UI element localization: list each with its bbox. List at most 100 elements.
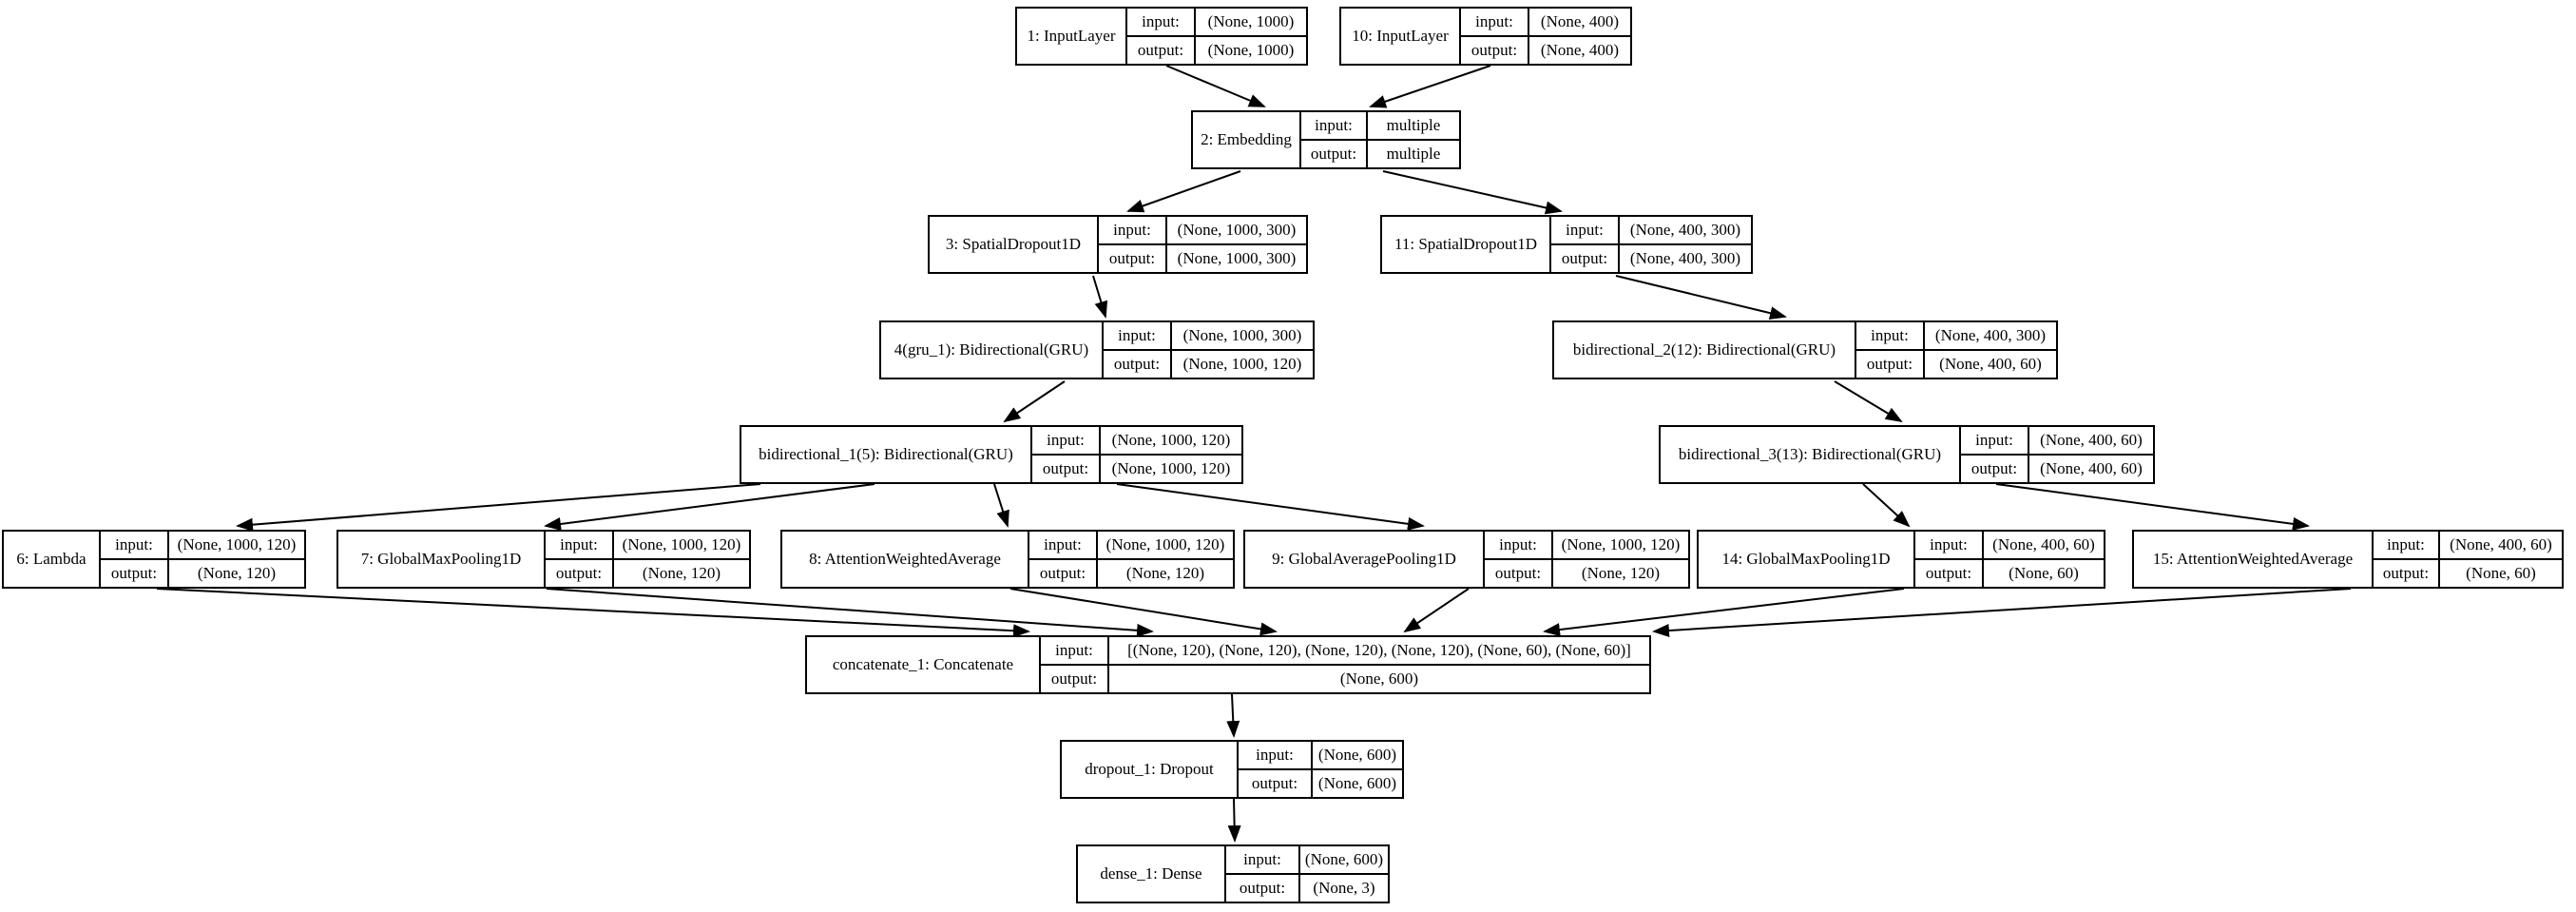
output-shape: (None, 600) — [1339, 669, 1419, 688]
input-label: input: — [1915, 532, 1984, 558]
input-shape: (None, 1000, 120) — [622, 535, 741, 553]
input-label: input: — [1485, 532, 1553, 558]
layer-name: 8: AttentionWeightedAverage — [782, 532, 1029, 587]
output-shape: (None, 400, 300) — [1629, 249, 1741, 267]
input-shape: (None, 1000, 120) — [1561, 535, 1681, 553]
output-label: output: — [1029, 560, 1098, 587]
output-label: output: — [1041, 666, 1109, 692]
edge-3-4 — [1092, 275, 1108, 319]
layer-name: bidirectional_3(13): Bidirectional(GRU) — [1661, 427, 1961, 482]
input-shape: (None, 1000, 300) — [1182, 326, 1302, 344]
layer-name: 11: SpatialDropout1D — [1382, 217, 1551, 272]
edge-dropout-dense — [1227, 798, 1241, 843]
output-label: output: — [1239, 770, 1313, 797]
input-label: input: — [1461, 9, 1529, 35]
input-label: input: — [1029, 532, 1098, 558]
edge-15-concat — [1652, 588, 2352, 638]
output-shape: (None, 1000, 300) — [1177, 249, 1297, 267]
input-label: input: — [1856, 322, 1925, 349]
layer-node-12-bidirectional-gru: bidirectional_2(12): Bidirectional(GRU) … — [1552, 320, 2058, 379]
layer-node-8-attentionweightedaverage: 8: AttentionWeightedAverage input: (None… — [780, 530, 1235, 589]
input-shape: (None, 1000, 120) — [1111, 431, 1231, 449]
output-label: output: — [1127, 37, 1196, 64]
layer-node-3-spatialdropout1d: 3: SpatialDropout1D input: (None, 1000, … — [928, 215, 1308, 274]
input-label: input: — [546, 532, 614, 558]
input-shape: (None, 400, 300) — [1629, 221, 1741, 239]
input-shape: (None, 600) — [1317, 746, 1397, 764]
layer-name: 4(gru_1): Bidirectional(GRU) — [881, 322, 1104, 378]
layer-name: dropout_1: Dropout — [1062, 742, 1239, 797]
edge-10-2 — [1369, 65, 1491, 108]
output-shape: (None, 3) — [1313, 879, 1375, 897]
edge-5-7 — [544, 483, 875, 531]
input-label: input: — [1226, 846, 1300, 873]
layer-name: 6: Lambda — [4, 532, 101, 587]
output-label: output: — [1485, 560, 1553, 587]
output-label: output: — [1551, 245, 1620, 272]
output-shape: (None, 120) — [1125, 564, 1205, 582]
edge-2-3 — [1126, 170, 1241, 213]
edge-2-11 — [1382, 170, 1563, 215]
output-shape: (None, 1000, 120) — [1111, 459, 1231, 477]
output-shape: (None, 60) — [2466, 564, 2536, 582]
edge-6-concat — [156, 588, 1030, 638]
output-shape: multiple — [1386, 145, 1441, 163]
layer-node-4-bidirectional-gru: 4(gru_1): Bidirectional(GRU) input: (Non… — [879, 320, 1315, 379]
input-label: input: — [1961, 427, 2029, 454]
input-label: input: — [1551, 217, 1620, 243]
input-label: input: — [1301, 112, 1368, 139]
layer-name: 15: AttentionWeightedAverage — [2134, 532, 2374, 587]
layer-node-10-inputlayer: 10: InputLayer input: (None, 400) output… — [1339, 7, 1632, 66]
edge-5-8 — [993, 483, 1009, 528]
edge-14-concat — [1543, 588, 1905, 637]
output-shape: (None, 400, 60) — [2040, 459, 2143, 477]
edge-13-14 — [1862, 483, 1911, 528]
edge-12-13 — [1834, 380, 1903, 423]
edge-9-concat — [1403, 588, 1470, 633]
layer-node-11-spatialdropout1d: 11: SpatialDropout1D input: (None, 400, … — [1380, 215, 1753, 274]
input-shape: (None, 400) — [1540, 12, 1620, 30]
output-label: output: — [1461, 37, 1529, 64]
input-shape: (None, 1000, 120) — [177, 535, 297, 553]
input-shape: [(None, 120), (None, 120), (None, 120), … — [1127, 641, 1631, 659]
output-shape: (None, 120) — [1581, 564, 1661, 582]
output-shape: (None, 1000) — [1207, 41, 1295, 59]
output-label: output: — [1856, 351, 1925, 378]
input-label: input: — [1239, 742, 1313, 768]
layer-name: 14: GlobalMaxPooling1D — [1699, 532, 1915, 587]
layer-node-7-globalmaxpooling1d: 7: GlobalMaxPooling1D input: (None, 1000… — [336, 530, 751, 589]
output-label: output: — [1961, 456, 2029, 482]
layer-node-concatenate-1: concatenate_1: Concatenate input: [(None… — [805, 635, 1651, 694]
edge-concat-dropout — [1226, 693, 1240, 738]
input-label: input: — [1127, 9, 1196, 35]
edge-13-15 — [1995, 483, 2310, 531]
layer-name: 7: GlobalMaxPooling1D — [338, 532, 546, 587]
output-label: output: — [1915, 560, 1984, 587]
output-label: output: — [1099, 245, 1167, 272]
input-shape: (None, 1000, 120) — [1105, 535, 1225, 553]
edge-5-9 — [1116, 483, 1425, 531]
input-shape: (None, 400, 300) — [1934, 326, 2047, 344]
layer-node-15-attentionweightedaverage: 15: AttentionWeightedAverage input: (Non… — [2132, 530, 2564, 589]
layer-node-5-bidirectional-gru: bidirectional_1(5): Bidirectional(GRU) i… — [740, 425, 1243, 484]
input-label: input: — [1032, 427, 1101, 454]
layer-node-2-embedding: 2: Embedding input: multiple output: mul… — [1191, 110, 1461, 169]
input-label: input: — [2374, 532, 2440, 558]
input-label: input: — [1104, 322, 1172, 349]
layer-name: 10: InputLayer — [1341, 9, 1461, 64]
input-label: input: — [1099, 217, 1167, 243]
layer-node-9-globalaveragepooling1d: 9: GlobalAveragePooling1D input: (None, … — [1243, 530, 1690, 589]
output-label: output: — [546, 560, 614, 587]
output-label: output: — [101, 560, 169, 587]
output-label: output: — [1226, 875, 1300, 902]
edge-11-12 — [1615, 275, 1787, 320]
output-label: output: — [1104, 351, 1172, 378]
layer-name: dense_1: Dense — [1078, 846, 1226, 902]
output-shape: (None, 400, 60) — [1939, 355, 2042, 373]
layer-name: bidirectional_1(5): Bidirectional(GRU) — [741, 427, 1032, 482]
layer-node-13-bidirectional-gru: bidirectional_3(13): Bidirectional(GRU) … — [1659, 425, 2155, 484]
edge-5-6 — [236, 483, 761, 532]
input-shape: (None, 400, 60) — [1992, 535, 2095, 553]
input-shape: (None, 600) — [1304, 850, 1384, 868]
